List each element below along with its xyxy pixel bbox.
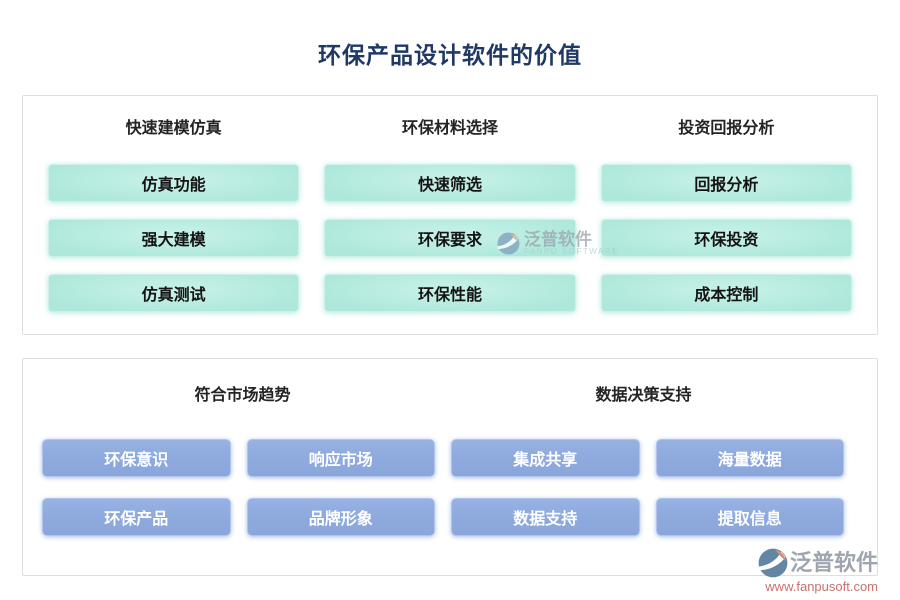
column-roi: 投资回报分析 回报分析 环保投资 成本控制 xyxy=(600,96,852,334)
section-data-support: 集成共享 海量数据 数据支持 提取信息 xyxy=(451,439,844,536)
column-header: 快速建模仿真 xyxy=(125,120,222,137)
feature-pill[interactable]: 仿真测试 xyxy=(48,274,300,312)
top-panel-grid: 快速建模仿真 仿真功能 强大建模 仿真测试 环保材料选择 快速筛选 环保要求 环… xyxy=(23,96,877,334)
benefit-pill[interactable]: 品牌形象 xyxy=(246,498,435,536)
section-market-trend: 环保意识 响应市场 环保产品 品牌形象 xyxy=(42,439,435,536)
section-header-market-trend: 符合市场趋势 xyxy=(194,387,291,404)
feature-pill[interactable]: 成本控制 xyxy=(600,274,852,312)
column-modeling: 快速建模仿真 仿真功能 强大建模 仿真测试 xyxy=(48,96,300,334)
feature-pill[interactable]: 环保要求 xyxy=(324,219,576,257)
column-materials: 环保材料选择 快速筛选 环保要求 环保性能 xyxy=(324,96,576,334)
bottom-panel: 符合市场趋势 数据决策支持 环保意识 响应市场 环保产品 品牌形象 集成共享 海… xyxy=(22,358,878,576)
feature-pill[interactable]: 环保性能 xyxy=(324,274,576,312)
bottom-panel-headers: 符合市场趋势 数据决策支持 xyxy=(23,359,877,406)
page-title: 环保产品设计软件的价值 xyxy=(318,42,582,68)
top-panel: 快速建模仿真 仿真功能 强大建模 仿真测试 环保材料选择 快速筛选 环保要求 环… xyxy=(22,95,878,335)
feature-pill[interactable]: 快速筛选 xyxy=(324,164,576,202)
feature-pill[interactable]: 回报分析 xyxy=(600,164,852,202)
section-header-data-support: 数据决策支持 xyxy=(595,387,692,404)
column-header: 环保材料选择 xyxy=(401,120,498,137)
benefit-pill[interactable]: 环保产品 xyxy=(42,498,231,536)
benefit-pill[interactable]: 海量数据 xyxy=(655,439,844,477)
benefit-pill[interactable]: 数据支持 xyxy=(451,498,640,536)
benefit-pill[interactable]: 响应市场 xyxy=(246,439,435,477)
benefit-pill[interactable]: 集成共享 xyxy=(451,439,640,477)
feature-pill[interactable]: 仿真功能 xyxy=(48,164,300,202)
feature-pill[interactable]: 环保投资 xyxy=(600,219,852,257)
feature-pill[interactable]: 强大建模 xyxy=(48,219,300,257)
watermark-url: www.fanpusoft.com xyxy=(765,579,879,594)
bottom-panel-body: 环保意识 响应市场 环保产品 品牌形象 集成共享 海量数据 数据支持 提取信息 xyxy=(23,439,877,536)
column-header: 投资回报分析 xyxy=(678,120,775,137)
benefit-pill[interactable]: 提取信息 xyxy=(655,498,844,536)
benefit-pill[interactable]: 环保意识 xyxy=(42,439,231,477)
